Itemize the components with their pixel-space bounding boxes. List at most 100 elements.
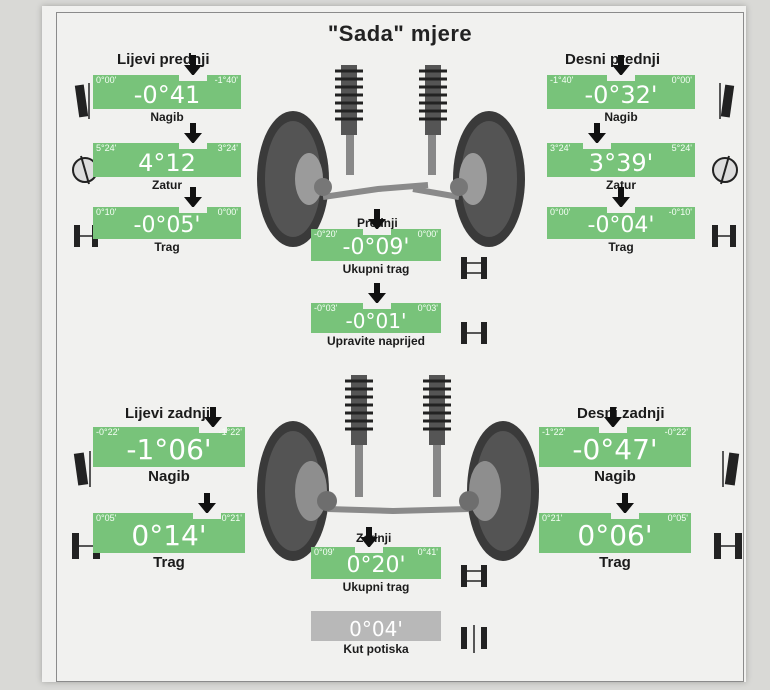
gauge-min-limit: 0°00'	[96, 75, 117, 85]
gauge-notch	[607, 207, 635, 213]
gauge-min-limit: 3°24'	[550, 143, 571, 153]
gauge-min-limit: -0°22'	[96, 427, 120, 437]
gauge-value: -0°47'	[572, 433, 658, 466]
gauge-label: Nagib	[594, 468, 636, 485]
gauge-value: 0°14'	[131, 519, 207, 552]
gauge-min-limit: 0°05'	[96, 513, 117, 523]
reading-arrow-icon	[604, 407, 622, 428]
gauge-bar: 0°10' 0°00' -0°05'	[93, 207, 241, 239]
gauge-label: Kut potiska	[343, 642, 409, 656]
gauge-fr-caster: 3°24' 5°24' 3°39'Zatur	[547, 123, 695, 195]
gauge-bar: 0°00' -0°10' -0°04'	[547, 207, 695, 239]
gauge-rl-camber: -0°22' -1°22' -1°06' Nagib	[93, 407, 245, 488]
total-toe-icon	[461, 322, 487, 344]
gauge-bar: -0°22' -1°22' -1°06'	[93, 427, 245, 467]
total-toe-icon	[461, 565, 487, 587]
gauge-min-limit: 0°10'	[96, 207, 117, 217]
gauge-label: Upravite naprijed	[326, 334, 426, 348]
gauge-label: Nagib	[148, 468, 190, 485]
front-suspension-illustration	[257, 65, 525, 247]
gauge-value: 3°39'	[588, 149, 654, 177]
gauge-min-limit: 0°09'	[314, 547, 335, 557]
reading-arrow-icon	[360, 527, 378, 548]
gauge-rr-toe: 0°21'0°05'0°06'Trag	[539, 493, 691, 574]
gauge-label: Ukupni trag	[342, 580, 410, 594]
gauge-notch	[599, 427, 627, 433]
gauge-bar: 0°21'0°05'0°06'	[539, 513, 691, 553]
reading-arrow-icon	[184, 123, 202, 144]
reading-arrow-icon	[368, 209, 386, 230]
gauge-max-limit: -0°22'	[664, 427, 688, 437]
camber-icon	[722, 451, 740, 487]
gauge-max-limit: -1°22'	[218, 427, 242, 437]
gauge-label: Zatur	[152, 178, 182, 192]
gauge-front-total-toe: -0°20'0°00'-0°09'Ukupni trag	[311, 209, 441, 279]
reading-arrow-icon	[204, 407, 222, 428]
gauge-max-limit: -1°40'	[214, 75, 238, 85]
gauge-min-limit: 5°24'	[96, 143, 117, 153]
camber-icon	[74, 83, 90, 119]
caster-icon	[712, 155, 738, 185]
gauge-max-limit: 5°24'	[671, 143, 692, 153]
alignment-report-sheet: "Sada" mjere Lijevi prednji Desni prednj…	[42, 6, 746, 682]
gauge-label: Zatur	[606, 178, 636, 192]
reading-arrow-icon	[612, 187, 630, 208]
camber-icon	[719, 83, 735, 119]
gauge-min-limit: -1°22'	[542, 427, 566, 437]
gauge-min-limit: -0°03'	[314, 303, 338, 313]
gauge-label: Ukupni trag	[342, 262, 410, 276]
gauge-value: -1°06'	[126, 433, 212, 466]
toe-icon	[712, 225, 736, 247]
gauge-value: -0°41	[133, 81, 201, 109]
gauge-value: 4°12	[138, 149, 196, 177]
gauge-bar: -1°22' -0°22' -0°47'	[539, 427, 691, 467]
gauge-max-limit: 0°00'	[671, 75, 692, 85]
rear-left-title: Lijevi zadnji	[125, 405, 211, 422]
gauge-bar: 0°09'0°41'0°20'	[311, 547, 441, 579]
gauge-rear-total-toe: 0°09'0°41'0°20'Ukupni trag	[311, 527, 441, 597]
gauge-label: Nagib	[150, 110, 184, 124]
gauge-bar: 0°04'	[311, 611, 441, 641]
gauge-max-limit: 3°24'	[217, 143, 238, 153]
gauge-bar: -1°40'0°00'-0°32'	[547, 75, 695, 109]
reading-arrow-icon	[198, 493, 216, 514]
gauge-max-limit: -0°10'	[668, 207, 692, 217]
gauge-notch	[611, 513, 639, 519]
gauge-bar: 0°05'0°21'0°14'	[93, 513, 245, 553]
gauge-value: -0°05'	[133, 213, 201, 238]
gauge-value: -0°09'	[342, 235, 410, 260]
gauge-bar: 3°24' 5°24' 3°39'	[547, 143, 695, 177]
rear-suspension-illustration	[257, 375, 539, 561]
gauge-notch	[583, 143, 611, 149]
gauge-min-limit: 0°00'	[550, 207, 571, 217]
total-toe-icon	[461, 257, 487, 279]
gauge-notch	[607, 75, 635, 81]
gauge-label: Trag	[608, 240, 634, 254]
rear-right-title: Desni zadnji	[577, 405, 665, 422]
reading-arrow-icon	[588, 123, 606, 144]
gauge-label: Trag	[154, 240, 180, 254]
page-title: "Sada" mjere	[327, 21, 473, 46]
gauge-value: -0°04'	[587, 213, 655, 238]
gauge-rl-toe: 0°05'0°21'0°14'Trag	[93, 493, 245, 574]
gauge-rr-camber: -1°22' -0°22' -0°47' Nagib	[539, 407, 691, 488]
gauge-max-limit: 0°41'	[417, 547, 438, 557]
front-right-title: Desni prednji	[565, 51, 661, 68]
gauge-thrust-angle: 0°04'Kut potiska	[311, 611, 441, 659]
thrust-icon	[461, 625, 487, 653]
gauge-label: Trag	[599, 554, 631, 571]
gauge-value: 0°04'	[349, 617, 403, 641]
gauge-min-limit: 0°21'	[542, 513, 563, 523]
gauge-bar: -0°20'0°00'-0°09'	[311, 229, 441, 261]
gauge-bar: 5°24' 3°24' 4°12	[93, 143, 241, 177]
gauge-value: 0°06'	[577, 519, 653, 552]
gauge-max-limit: 0°00'	[217, 207, 238, 217]
gauge-min-limit: -0°20'	[314, 229, 338, 239]
reading-arrow-icon	[612, 55, 630, 76]
gauge-notch	[363, 303, 391, 309]
gauge-notch	[179, 75, 207, 81]
gauge-value: -0°32'	[584, 81, 658, 109]
reading-arrow-icon	[184, 187, 202, 208]
